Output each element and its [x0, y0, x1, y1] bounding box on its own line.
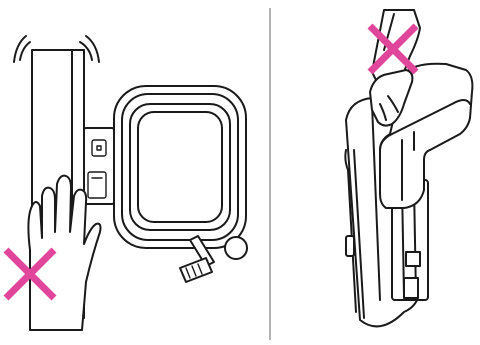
right-panel: [345, 10, 472, 326]
hoop-carriage: [84, 128, 114, 204]
left-panel: [6, 36, 247, 330]
embroidery-hoop: [114, 86, 247, 282]
